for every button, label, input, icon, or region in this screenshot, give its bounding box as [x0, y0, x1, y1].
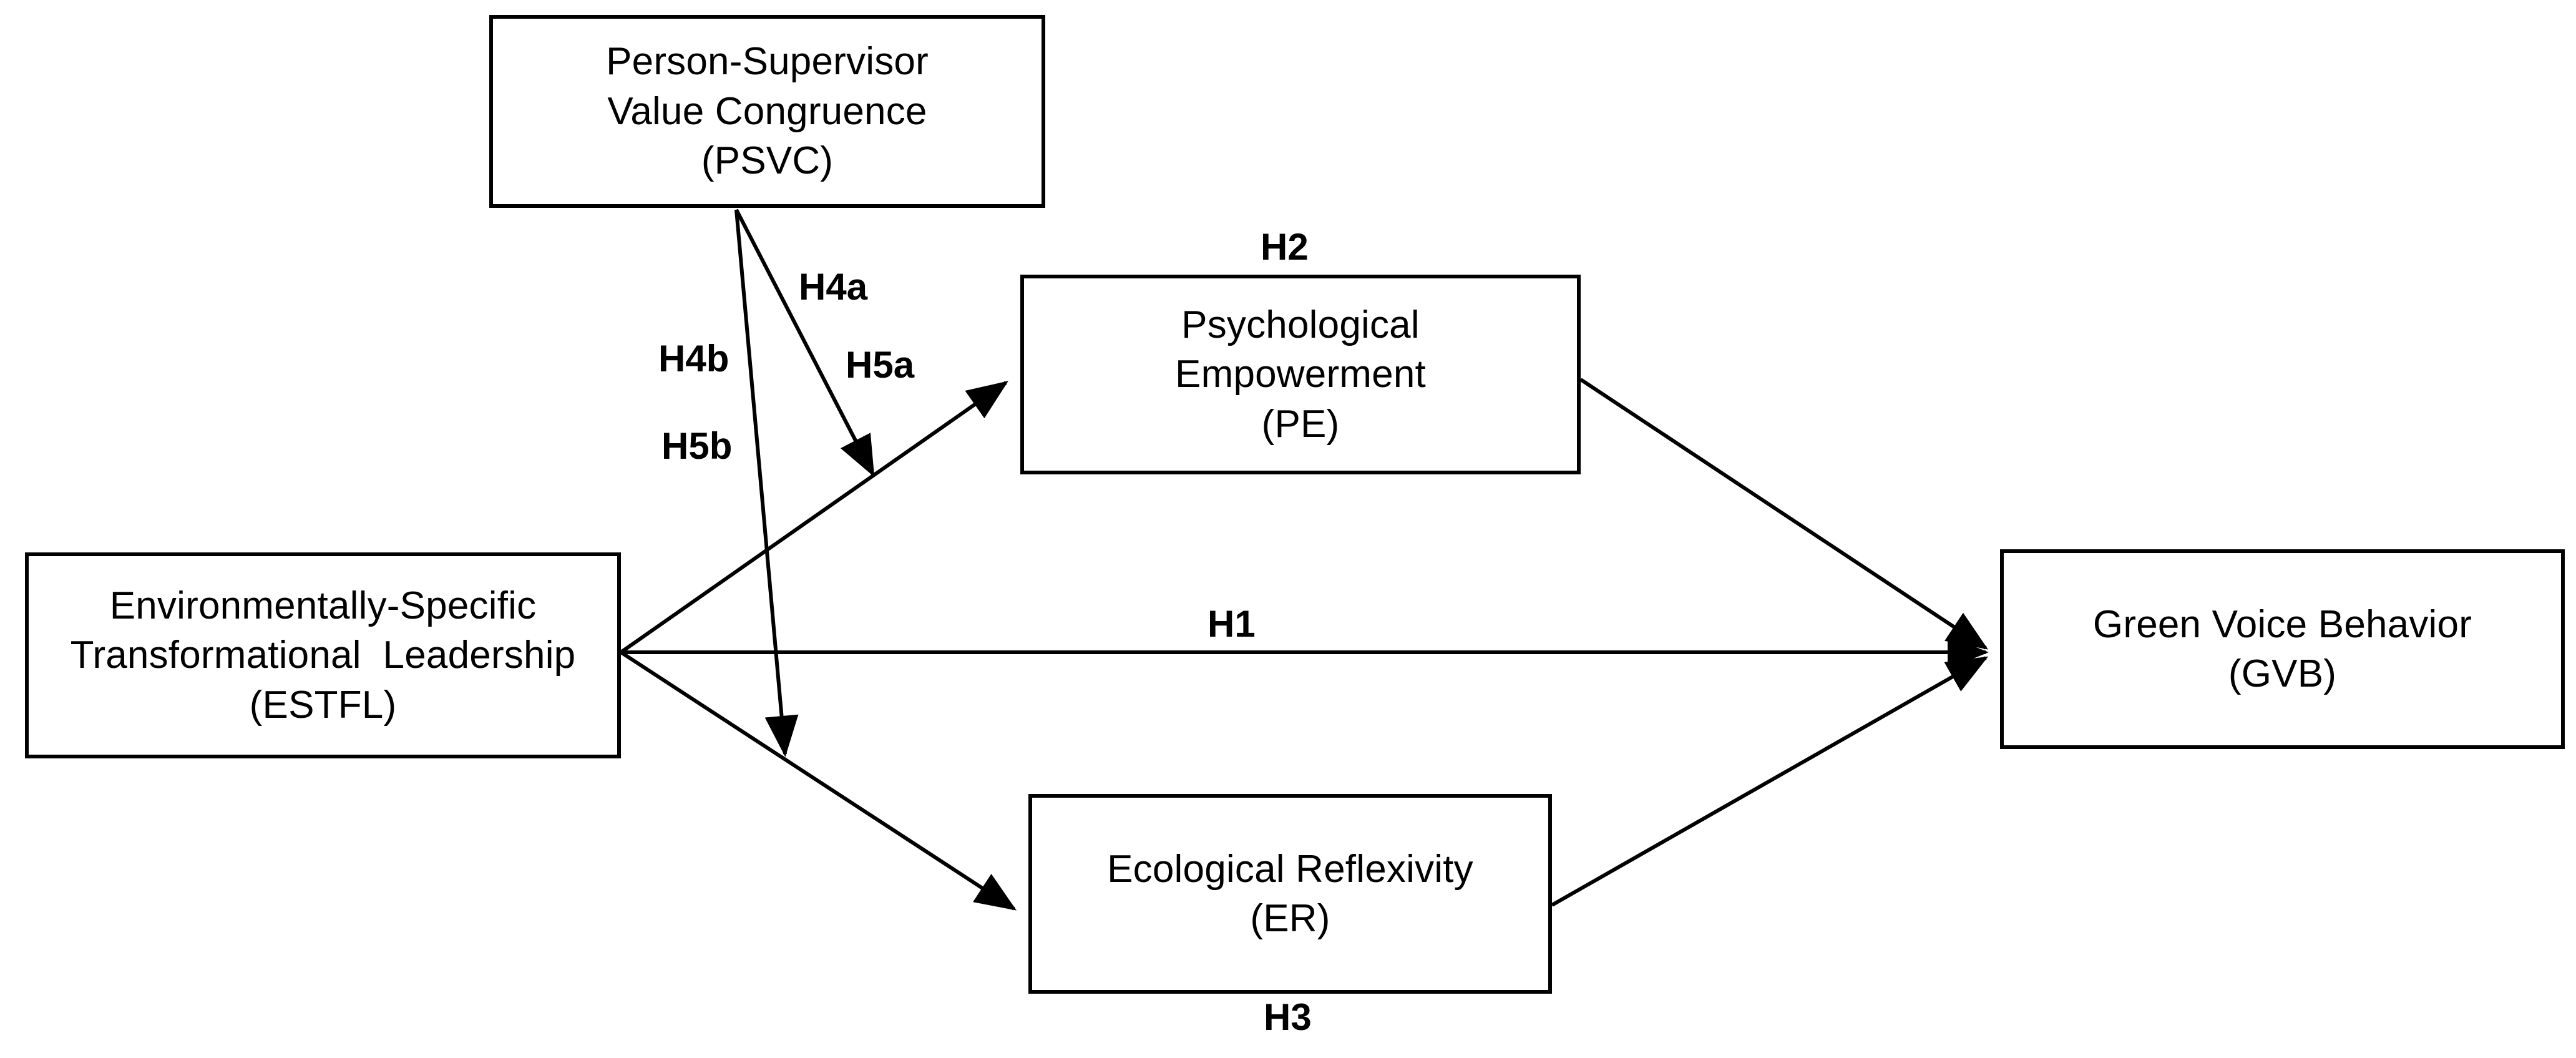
- node-er-line-2: (ER): [1250, 897, 1330, 940]
- node-green-voice-behavior[interactable]: Green Voice Behavior (GVB): [2000, 549, 2565, 749]
- node-ecological-reflexivity[interactable]: Ecological Reflexivity (ER): [1028, 794, 1552, 994]
- edge-er-to-gvb: [1551, 656, 1989, 907]
- node-gvb-line-2: (GVB): [2228, 652, 2337, 695]
- node-estfl-line-3: (ESTFL): [249, 683, 397, 727]
- node-er-line-1: Ecological Reflexivity: [1107, 847, 1473, 891]
- hypothesis-label-h2: H2: [1261, 226, 1309, 268]
- node-psvc-line-3: (PSVC): [701, 139, 834, 183]
- hypothesis-label-h5a: H5a: [846, 344, 915, 386]
- node-pe-line-2: Empowerment: [1175, 353, 1426, 396]
- node-psvc-line-2: Value Congruence: [607, 89, 927, 133]
- edge-psvc-moderates-estfl-er: [734, 209, 799, 757]
- node-pe-line-1: Psychological: [1181, 303, 1420, 346]
- hypothesis-label-h5b: H5b: [661, 425, 733, 467]
- node-pe-line-3: (PE): [1261, 402, 1340, 446]
- node-estfl-line-2: Transformational Leadership: [70, 634, 576, 677]
- hypothesis-label-h4b: H4b: [658, 338, 729, 380]
- edge-estfl-to-pe: [620, 381, 1008, 654]
- node-estfl-line-1: Environmentally-Specific: [109, 584, 537, 627]
- node-environmentally-specific-transformational-leadership[interactable]: Environmentally-Specific Transformationa…: [25, 552, 621, 758]
- edge-estfl-to-er: [620, 650, 1017, 911]
- node-psychological-empowerment[interactable]: Psychological Empowerment (PE): [1020, 275, 1581, 474]
- node-gvb-line-1: Green Voice Behavior: [2092, 602, 2472, 646]
- hypothesis-label-h4a: H4a: [799, 266, 868, 308]
- edge-pe-to-gvb: [1579, 378, 1989, 650]
- edge-psvc-moderates-estfl-pe: [734, 208, 875, 478]
- hypothesis-label-h3: H3: [1264, 996, 1312, 1038]
- node-person-supervisor-value-congruence[interactable]: Person-Supervisor Value Congruence (PSVC…: [489, 15, 1045, 208]
- node-psvc-line-1: Person-Supervisor: [606, 40, 929, 84]
- hypothesis-label-h1: H1: [1208, 603, 1256, 645]
